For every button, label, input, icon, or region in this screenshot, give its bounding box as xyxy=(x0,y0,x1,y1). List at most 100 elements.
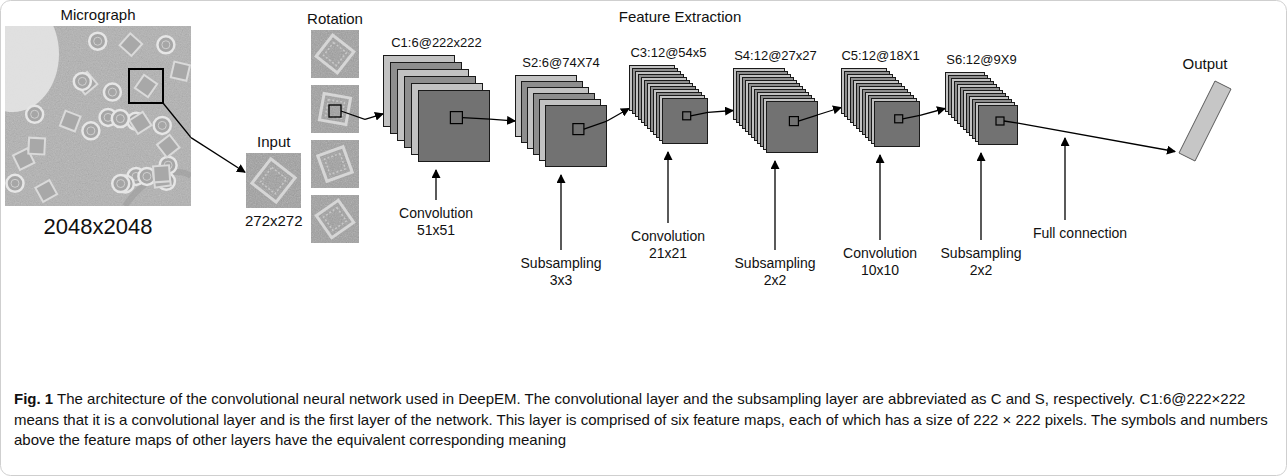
pointer-arrow xyxy=(667,152,668,223)
figure-caption: Fig. 1 The architecture of the convoluti… xyxy=(14,389,1276,451)
pointer-arrow xyxy=(774,161,775,250)
feature-map xyxy=(979,106,1018,145)
receptive-field xyxy=(683,112,691,120)
square-particle xyxy=(120,33,143,56)
drawing-part xyxy=(311,85,359,133)
panel-picture xyxy=(629,65,708,144)
rotation-panel: Rotation xyxy=(305,10,365,243)
panel-picture xyxy=(841,68,920,147)
ring-particle xyxy=(82,122,99,139)
drawing-part xyxy=(311,195,359,243)
drawing-part xyxy=(326,100,345,119)
ring-particle xyxy=(157,36,174,53)
pointer-arrow xyxy=(435,170,436,200)
receptive-field xyxy=(789,117,798,126)
drawing-part xyxy=(78,77,86,85)
square-particle xyxy=(28,138,45,155)
drawing-part xyxy=(325,154,346,175)
layer-label: S4:12@27x27 xyxy=(734,48,817,64)
square-particle xyxy=(157,135,179,157)
size-label: 2048x2048 xyxy=(44,214,153,240)
operation-label: Subsampling 3x3 xyxy=(516,255,606,289)
drawing-part xyxy=(252,159,295,202)
particle-image xyxy=(311,140,359,188)
drawing-part xyxy=(324,208,347,231)
panel-picture xyxy=(945,72,1018,145)
square-particle xyxy=(171,62,190,81)
leader-line xyxy=(584,121,607,129)
drawing-part xyxy=(158,121,166,129)
operation-label: Convolution 10x10 xyxy=(835,245,925,279)
feature-map xyxy=(419,91,490,162)
layer-label: S2:6@74X74 xyxy=(522,55,600,71)
flow-arrow xyxy=(1018,123,1175,151)
selection-box xyxy=(129,69,163,103)
drawing-part xyxy=(324,43,347,66)
drawing-part xyxy=(87,127,95,135)
feature-map-stack: C3:12@54x5 xyxy=(629,45,708,144)
drawing-part xyxy=(311,140,359,188)
operation-label: Convolution 21x21 xyxy=(623,228,713,262)
drawing-part xyxy=(316,200,353,237)
drawing-part xyxy=(318,147,352,181)
output-bar xyxy=(1179,81,1231,161)
section-title: Feature Extraction xyxy=(605,8,755,26)
square-particle xyxy=(135,75,157,97)
panel-picture xyxy=(246,153,301,208)
ring-particle xyxy=(89,33,106,50)
layer-label: Output xyxy=(1182,55,1227,73)
drawing-part xyxy=(311,195,359,243)
particle-image xyxy=(246,153,301,208)
flow-arrow xyxy=(490,119,515,121)
leader-line xyxy=(462,118,490,120)
micrograph-panel: Micrograph2048x2048 xyxy=(5,6,191,240)
ring-particle xyxy=(154,117,171,134)
ring-particle xyxy=(112,175,129,192)
drawing-part xyxy=(143,172,151,180)
panel-picture xyxy=(5,26,191,206)
leader-line xyxy=(691,112,708,115)
input-panel: Input272x272 xyxy=(245,133,303,230)
panel-picture xyxy=(1175,75,1235,165)
square-particle xyxy=(35,180,57,202)
operation-label: Subsampling 2x2 xyxy=(730,255,820,289)
feature-map xyxy=(767,102,818,153)
flow-arrow xyxy=(708,111,733,113)
feature-map-stack: S6:12@9X9 xyxy=(945,52,1018,145)
drawing-part xyxy=(311,85,359,133)
leader-line xyxy=(798,115,818,121)
receptive-field xyxy=(450,112,462,124)
leader-line xyxy=(903,115,920,118)
pointer-arrow xyxy=(879,155,880,240)
drawing-part xyxy=(311,30,359,78)
layer-label: C1:6@222x222 xyxy=(391,35,482,51)
drawing-part xyxy=(94,37,102,45)
receptive-field xyxy=(329,105,341,117)
square-particle xyxy=(153,165,170,182)
operation-label: Convolution 51x51 xyxy=(391,205,481,239)
layer-label: C5:12@18X1 xyxy=(841,48,919,64)
drawing-part xyxy=(11,179,19,187)
feature-map-stack: C5:12@18X1 xyxy=(841,48,920,147)
feature-map-stack: S2:6@74X74 xyxy=(515,55,607,167)
size-label: 272x272 xyxy=(245,212,303,230)
drawing-part xyxy=(246,153,301,208)
drawing-part xyxy=(31,110,39,118)
flow-arrow xyxy=(607,108,629,121)
leader-line xyxy=(1004,121,1018,123)
layer-label: S6:12@9X9 xyxy=(946,52,1016,68)
drawing-part xyxy=(311,30,359,78)
particle-image xyxy=(311,30,359,78)
pointer-arrow xyxy=(560,175,561,250)
receptive-field xyxy=(573,124,584,135)
square-particle xyxy=(129,112,151,134)
layer-label: C3:12@54x5 xyxy=(630,45,706,61)
drawing-part xyxy=(316,35,354,73)
receptive-field xyxy=(996,117,1004,125)
pointer-arrow xyxy=(1064,138,1065,220)
panel-picture xyxy=(515,75,607,167)
feature-map xyxy=(663,99,708,144)
annotation-arrows xyxy=(436,138,1065,250)
